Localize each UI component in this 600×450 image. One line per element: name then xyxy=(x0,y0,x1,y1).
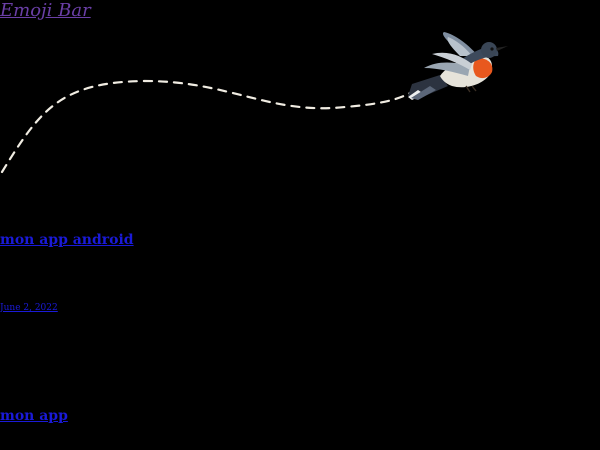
post-title-link[interactable]: mon app xyxy=(0,408,68,424)
post-title-link[interactable]: mon app android xyxy=(0,232,134,248)
flight-path-trail xyxy=(0,79,417,174)
site-title-link[interactable]: Emoji Bar xyxy=(0,0,91,21)
hummingbird-icon xyxy=(408,32,508,100)
post-date-link[interactable]: June 2, 2022 xyxy=(0,303,58,313)
hero-illustration xyxy=(0,32,508,174)
